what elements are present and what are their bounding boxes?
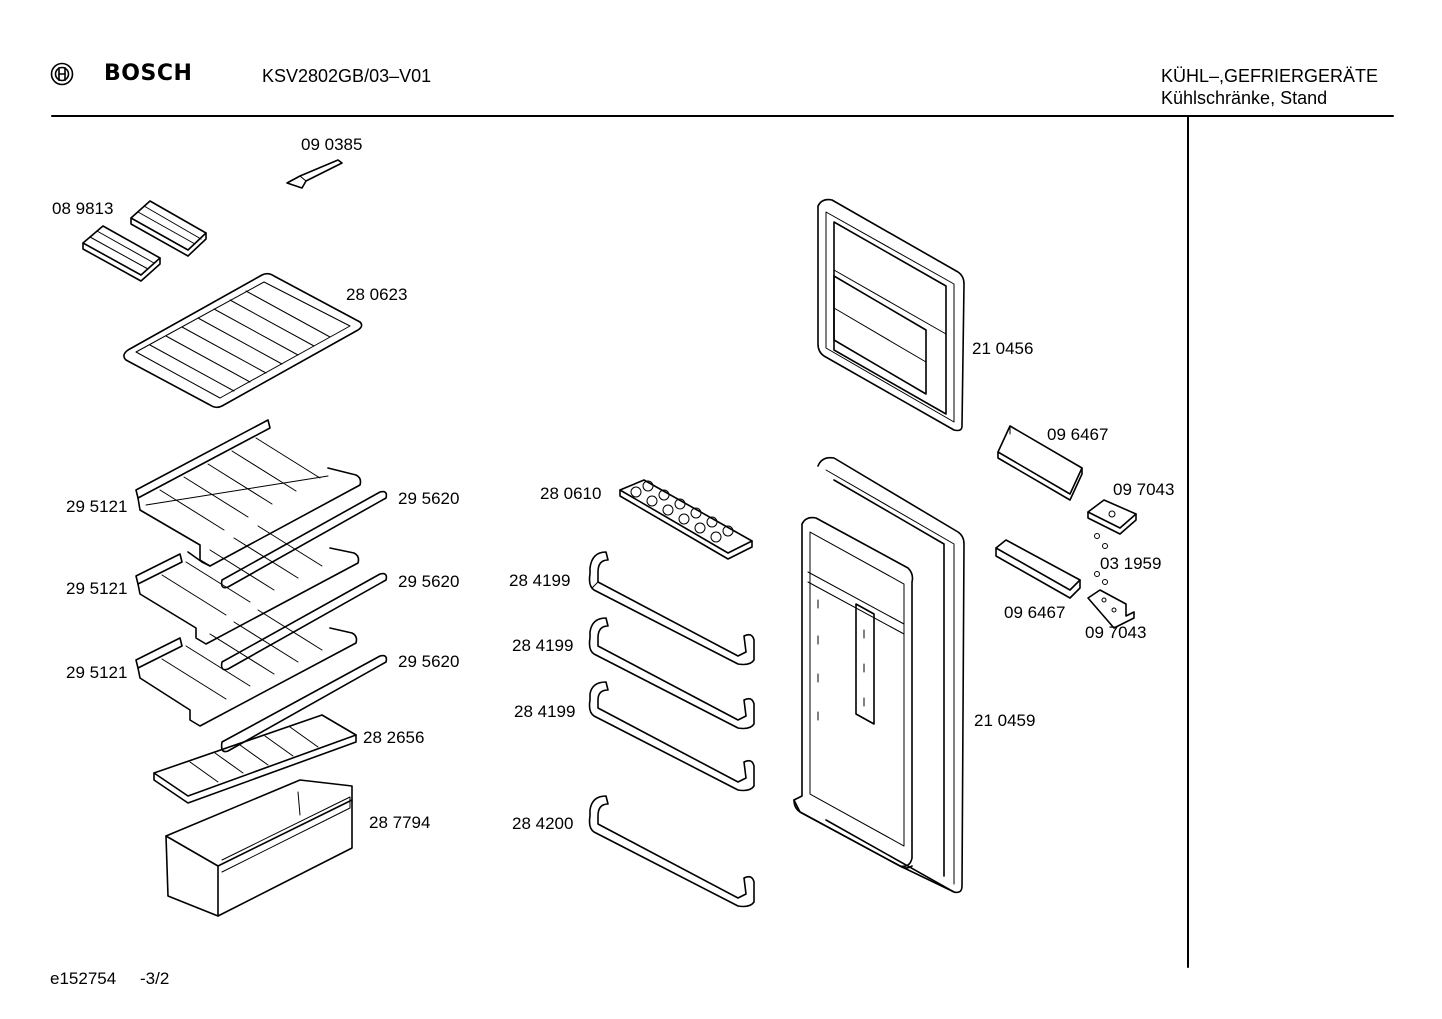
part-label: 28 7794	[369, 813, 431, 832]
hinge-part-2	[1087, 589, 1135, 629]
part-label: 09 0385	[301, 135, 363, 154]
freezer-door-part	[817, 198, 965, 432]
part-label: 28 4199	[512, 636, 574, 655]
brand-name: BOSCH	[104, 61, 193, 86]
part-label: 03 1959	[1100, 554, 1162, 573]
part-label: 28 2656	[363, 728, 425, 747]
fridge-door-part	[793, 456, 965, 894]
part-label: 29 5620	[398, 489, 460, 508]
part-label: 21 0459	[974, 711, 1036, 730]
model-number: KSV2802GB/03–V01	[262, 66, 432, 86]
part-label: 29 5620	[398, 572, 460, 591]
part-label: 09 6467	[1004, 603, 1066, 622]
crisper-drawer-part	[165, 779, 353, 917]
part-label: 09 6467	[1047, 425, 1109, 444]
part-label: 21 0456	[972, 339, 1034, 358]
hinge-part-1	[1087, 499, 1137, 535]
category-title: KÜHL–,GEFRIERGERÄTE	[1161, 66, 1379, 86]
door-rack-part-1	[588, 551, 755, 666]
part-label: 28 4200	[512, 814, 574, 833]
category-subtitle: Kühlschränke, Stand	[1161, 88, 1328, 108]
page-number: -3/2	[140, 969, 170, 988]
part-label: 29 5620	[398, 652, 460, 671]
screw-part	[1094, 533, 1108, 585]
part-label: 29 5121	[66, 663, 128, 682]
glass-shelf-part-2	[135, 525, 388, 671]
ice-scraper-part	[286, 159, 343, 189]
glass-shelf-part-3	[135, 609, 388, 753]
hinge-cover-part-2	[995, 539, 1081, 599]
document-id: e152754	[50, 969, 117, 988]
hinge-cover-part-1	[997, 425, 1083, 501]
door-rack-part-4	[588, 795, 755, 908]
ice-tray-part	[82, 200, 207, 282]
freezer-grid-shelf-part	[123, 272, 363, 409]
egg-tray-part	[619, 479, 753, 560]
glass-shelf-part-1	[135, 419, 388, 589]
part-label: 09 7043	[1113, 480, 1175, 499]
part-label: 09 7043	[1085, 623, 1147, 642]
part-label: 28 4199	[509, 571, 571, 590]
part-label: 29 5121	[66, 579, 128, 598]
bosch-logo-icon	[50, 62, 74, 86]
door-rack-part-3	[588, 681, 755, 792]
crisper-cover-part	[153, 714, 357, 804]
part-label: 28 0610	[540, 484, 602, 503]
door-rack-part-2	[588, 617, 755, 730]
part-label: 28 4199	[514, 702, 576, 721]
part-label: 08 9813	[52, 199, 114, 218]
part-label: 28 0623	[346, 285, 408, 304]
part-label: 29 5121	[66, 497, 128, 516]
